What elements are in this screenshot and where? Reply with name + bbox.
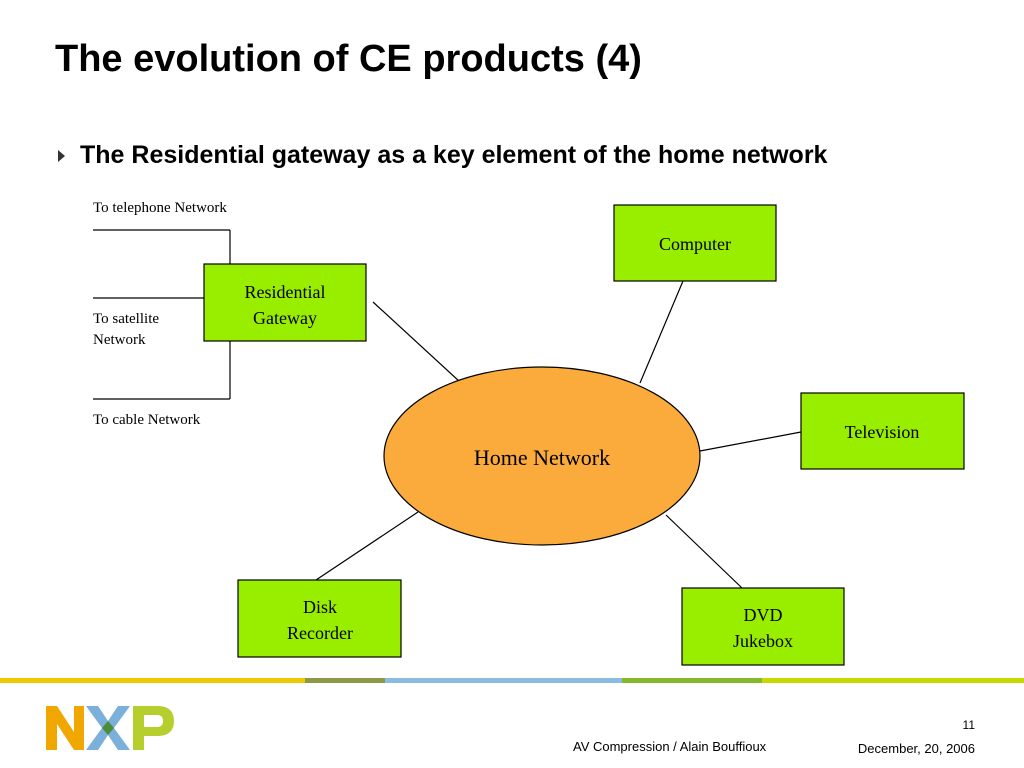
gateway-label-line1: Residential bbox=[245, 282, 326, 302]
footer-stripe-blue bbox=[385, 678, 622, 683]
nxp-logo bbox=[46, 706, 174, 750]
disk-recorder-label-line2: Recorder bbox=[287, 623, 353, 643]
footer-stripe-olive bbox=[305, 678, 385, 683]
disk-recorder-connector bbox=[315, 511, 419, 581]
satellite-network-label-line2: Network bbox=[93, 332, 146, 348]
page-number: 11 bbox=[962, 718, 975, 732]
dvd-jukebox-label-line1: DVD bbox=[744, 605, 783, 625]
residential-gateway-box bbox=[203, 263, 367, 342]
bullet-arrow-icon bbox=[58, 149, 65, 162]
footer-author: AV Compression / Alain Bouffioux bbox=[573, 739, 767, 754]
television-label: Television bbox=[845, 422, 920, 442]
hub-label: Home Network bbox=[474, 445, 610, 470]
cable-network-label: To cable Network bbox=[93, 412, 201, 428]
home-network-hub bbox=[383, 366, 701, 546]
footer-stripe-light-green bbox=[762, 678, 1024, 683]
gateway-label-line2: Gateway bbox=[253, 308, 317, 328]
footer-stripe-green bbox=[622, 678, 762, 683]
computer-box bbox=[613, 204, 777, 282]
television-connector bbox=[699, 431, 802, 452]
dvd-jukebox-box bbox=[681, 587, 845, 666]
gateway-connector bbox=[372, 301, 461, 383]
disk-recorder-box bbox=[237, 579, 402, 658]
slide-title: The evolution of CE products (4) bbox=[55, 38, 642, 80]
satellite-network-label-line1: To satellite bbox=[93, 311, 159, 327]
footer-stripe-yellow bbox=[0, 678, 305, 683]
television-box bbox=[800, 392, 965, 470]
dvd-jukebox-connector bbox=[665, 514, 743, 589]
telephone-network-label: To telephone Network bbox=[93, 200, 227, 216]
bullet-point: The Residential gateway as a key element… bbox=[58, 141, 827, 170]
bullet-text: The Residential gateway as a key element… bbox=[80, 141, 828, 169]
computer-connector bbox=[639, 280, 684, 384]
disk-recorder-label-line1: Disk bbox=[303, 597, 337, 617]
computer-label: Computer bbox=[659, 234, 731, 254]
dvd-jukebox-label-line2: Jukebox bbox=[733, 631, 793, 651]
footer-date: December, 20, 2006 bbox=[857, 741, 975, 756]
